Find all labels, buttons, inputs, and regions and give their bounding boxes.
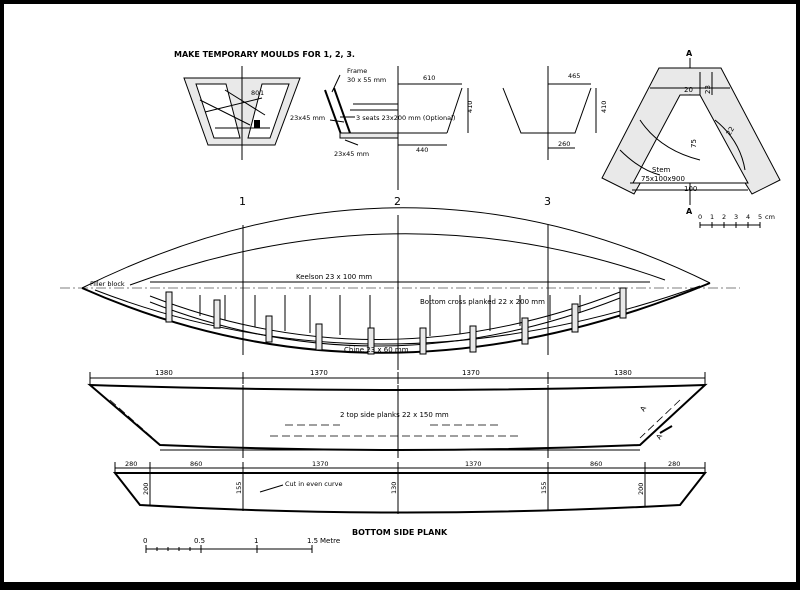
metre-scale: 0 0.5 1 1.5 Metre [143,537,340,553]
stem-dim-height: 75 [690,139,698,148]
plan-section-mark-a: A [639,405,648,413]
bsp-height-2: 155 [235,482,243,494]
section-number-1: 1 [239,195,246,208]
mould2-depth: 410 [466,101,474,113]
mould2-frame-label: Frame [347,67,367,75]
cm-scale-tick-5: 5 [758,213,762,221]
metre-tick-0-5: 0.5 [194,537,205,545]
plan-dim-2: 1370 [310,369,328,377]
bsp-height-1: 200 [142,483,150,495]
metre-tick-1-5: 1.5 [307,537,318,545]
plan-section-mark-a-2: A [655,433,664,441]
stem-dim-bottom: 100 [684,185,697,193]
bsp-dim-4: 1370 [465,460,482,468]
stem-size: 75x100x900 [641,175,685,183]
stem-section-mark-bottom: A [686,207,693,216]
mould-3: 465 410 260 [502,66,608,160]
metre-tick-0: 0 [143,537,147,545]
cm-scale-tick-0: 0 [698,213,702,221]
mould1-dim-80: 80 [251,89,259,97]
plan-dim-4: 1380 [614,369,632,377]
bsp-height-4: 155 [540,482,548,494]
filler-block-label: Filler block [90,280,125,288]
mould2-frame-size: 30 x 55 mm [347,76,386,84]
bottom-planked-label: Bottom cross planked 22 x 200 mm [420,298,545,306]
section-number-2: 2 [394,195,401,208]
mould3-bottom-width: 260 [558,140,570,148]
stem-detail: A A 20 23 75 22 Stem 75x100x900 100 [601,49,781,216]
stem-dim-side: 23 [704,85,712,94]
cm-scale-tick-1: 1 [710,213,714,221]
plan-view: 1380 1370 1370 1380 2 top side planks 22… [87,369,708,458]
cm-scale-tick-3: 3 [734,213,738,221]
cm-scale-unit: cm [765,213,775,221]
stem-section-mark-top: A [686,49,693,58]
bsp-dim-5: 860 [590,460,602,468]
mould2-batten-b: 23x45 mm [334,150,369,158]
cm-scale-tick-2: 2 [722,213,726,221]
bottom-side-plank: 280 860 1370 1370 860 280 200 155 130 15… [112,460,708,537]
mould2-batten-a: 23x45 mm [290,114,325,122]
metre-tick-1: 1 [254,537,258,545]
bsp-dim-6: 280 [668,460,680,468]
bsp-dim-2: 860 [190,460,202,468]
mould3-depth: 410 [600,101,608,113]
mould-1: 80 1 [183,66,301,160]
section-number-3: 3 [544,195,551,208]
mould2-top-width: 610 [423,74,435,82]
chine-label: Chine 23 x 60 mm [344,346,409,354]
metre-unit: Metre [320,537,340,545]
mould-2: Frame 30 x 55 mm 23x45 mm 3 seats 23x200… [290,66,474,190]
mould3-top-width: 465 [568,72,580,80]
mould1-dim-1: 1 [260,89,264,97]
bsp-curve-note: Cut in even curve [285,480,343,488]
mould2-bottom-width: 440 [416,146,428,154]
bsp-dim-3: 1370 [312,460,329,468]
bsp-dim-1: 280 [125,460,137,468]
bsp-height-5: 200 [637,483,645,495]
bsp-height-3: 130 [390,482,398,494]
plan-dim-3: 1370 [462,369,480,377]
side-elevation: Filler block Keelson 23 x 100 mm Bottom … [60,207,740,370]
moulds-title: MAKE TEMPORARY MOULDS FOR 1, 2, 3. [174,50,355,59]
stem-dim-angle: 22 [725,125,736,137]
cm-scale: 0 1 2 3 4 5 cm [698,213,775,228]
mould2-seats-label: 3 seats 23x200 mm (Optional) [356,114,455,122]
keelson-label: Keelson 23 x 100 mm [296,273,372,281]
planks-label: 2 top side planks 22 x 150 mm [340,411,449,419]
stem-label: Stem [652,166,670,174]
plan-dim-1: 1380 [155,369,173,377]
bsp-title: BOTTOM SIDE PLANK [352,528,448,537]
stem-dim-top: 20 [684,86,693,94]
cm-scale-tick-4: 4 [746,213,750,221]
